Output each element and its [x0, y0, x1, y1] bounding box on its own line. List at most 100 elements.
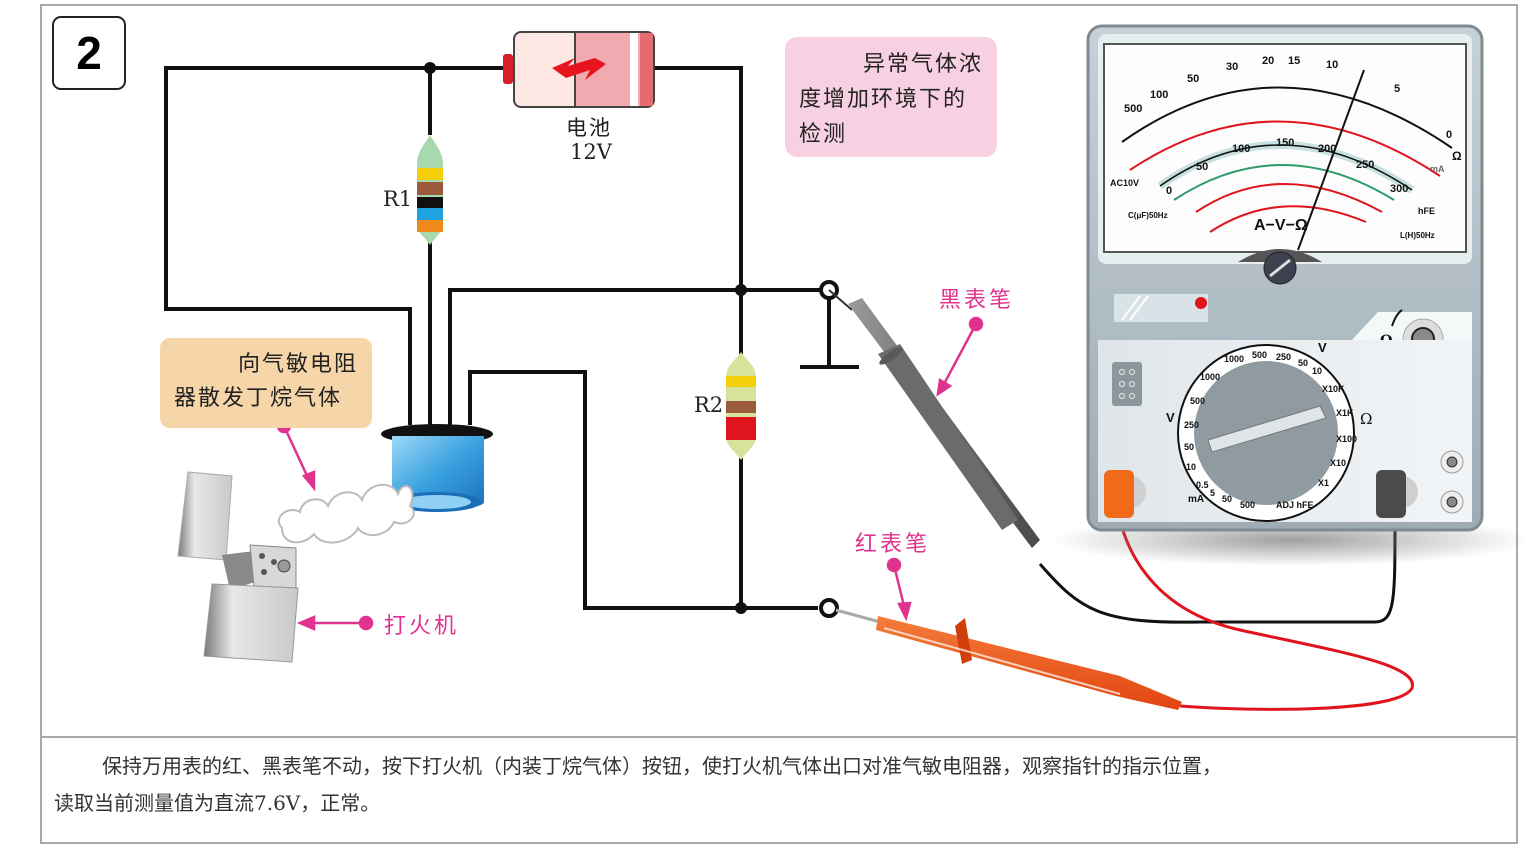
- meter-scale-face: [1103, 43, 1467, 253]
- hfe-socket: [1112, 362, 1142, 406]
- battery-icon: [503, 31, 655, 108]
- junction-dot: [735, 602, 747, 614]
- hfe-tick-label: 100: [1232, 143, 1250, 155]
- ohm-tick-label: 500: [1124, 103, 1142, 115]
- ohm-tick-label: 50: [1187, 73, 1199, 85]
- dial-label-dcv: 50: [1298, 358, 1308, 368]
- dial-mark-acv: V: [1166, 410, 1175, 425]
- black-probe-icon: [828, 289, 1040, 548]
- dial-label-dcv: 500: [1252, 350, 1267, 360]
- caption-line-1: 保持万用表的红、黑表笔不动，按下打火机（内装丁烷气体）按钮，使打火机气体出口对准…: [102, 754, 1222, 778]
- dial-label-acv: 250: [1184, 420, 1199, 430]
- dial-label-adj: ADJ hFE: [1276, 500, 1314, 510]
- dial-label-acv: 1000: [1200, 372, 1220, 382]
- figure-caption: 保持万用表的红、黑表笔不动，按下打火机（内装丁烷气体）按钮，使打火机气体出口对准…: [54, 748, 1504, 822]
- ohm-tick-label: 30: [1226, 61, 1238, 73]
- circuit-wires: [164, 66, 859, 610]
- hfe-tick-label: 50: [1196, 161, 1208, 173]
- ohm-tick-label: 20: [1262, 55, 1274, 67]
- condition-line-3: 检测: [799, 122, 848, 147]
- meter-needle: [1297, 69, 1365, 251]
- wire-top-left: [164, 66, 510, 425]
- condition-line-1: 异常气体浓: [862, 52, 983, 77]
- step-number-badge: 2: [52, 16, 126, 90]
- black-probe-cable: [1038, 519, 1397, 624]
- hfe-tick-label: 150: [1276, 137, 1294, 149]
- dial-label-ohm: X1K: [1336, 408, 1354, 418]
- dial-label-ma: 50: [1222, 494, 1232, 504]
- dial-label-dcv: 10: [1312, 366, 1322, 376]
- gas-cloud-icon: [277, 484, 415, 544]
- dial-label-ohm: X100: [1336, 434, 1357, 444]
- condition-line-2: 度增加环境下的: [799, 87, 968, 112]
- black-probe-label: 黑表笔: [939, 288, 1015, 313]
- dial-label-ohm: X1: [1318, 478, 1329, 488]
- dial-label-ohm: X10K: [1322, 384, 1345, 394]
- ohm-tick-label: 100: [1150, 89, 1168, 101]
- annotation-arrows: [276, 316, 984, 631]
- scale-ac10v-label: AC10V: [1110, 178, 1139, 188]
- black-probe-plug[interactable]: [1376, 470, 1406, 518]
- wire-top-right: [655, 66, 743, 290]
- hfe-tick-label: 200: [1318, 143, 1336, 155]
- caption-line-2: 读取当前测量值为直流7.6V，正常。: [54, 791, 381, 815]
- junction-dot: [735, 284, 747, 296]
- red-probe-cable: [1118, 519, 1414, 711]
- lightning-icon: [552, 58, 606, 80]
- scale-cap-label: C(μF)50Hz: [1128, 211, 1168, 220]
- dial-label-ma: 0.5: [1196, 480, 1209, 490]
- dial-label-ohm: X10: [1330, 458, 1346, 468]
- resistor-r1: [417, 135, 443, 245]
- dial-mark-dcv: V: [1318, 340, 1327, 355]
- battery-label: 电池: [566, 116, 612, 140]
- resistor-r2: [726, 352, 756, 460]
- lighter-label: 打火机: [384, 614, 460, 639]
- gas-sensor: [381, 424, 493, 512]
- scale-hfe-unit: hFE: [1418, 206, 1435, 216]
- hfe-tick-label: 250: [1356, 159, 1374, 171]
- dial-mark-ma: mA: [1188, 494, 1204, 505]
- multimeter: AC10V C(μF)50Hz L(H)50Hz hFE Ω mA A−V−Ω …: [1050, 24, 1530, 566]
- dial-label-acv: 10: [1186, 462, 1196, 472]
- r1-label: R1: [383, 187, 413, 211]
- battery-voltage: 12V: [570, 140, 612, 164]
- step-number: 2: [76, 27, 102, 79]
- probe-cables: [1038, 519, 1414, 711]
- dial-label-acv: 50: [1184, 442, 1194, 452]
- red-probe-plug[interactable]: [1104, 470, 1134, 518]
- junction-dot: [424, 62, 436, 74]
- wire-sensor-3: [448, 288, 826, 425]
- dial-label-acv: 500: [1190, 396, 1205, 406]
- hfe-tick-label: 0: [1166, 185, 1172, 197]
- red-probe-icon: [835, 608, 1182, 710]
- terminal-bottom: [819, 598, 839, 618]
- dial-label-dcv: 250: [1276, 352, 1291, 362]
- hfe-tick-label: 300: [1390, 183, 1408, 195]
- ohm-tick-label: 10: [1326, 59, 1338, 71]
- ohm-scale-numbers: 500 100 50 30 20 15 10 5 0: [1124, 55, 1452, 141]
- ohm-tick-label: 0: [1446, 129, 1452, 141]
- ohm-tick-label: 15: [1288, 55, 1300, 67]
- range-selector-pointer: [1207, 405, 1327, 453]
- dial-label-ma: 5: [1210, 488, 1215, 498]
- scale-ohm-unit: Ω: [1452, 149, 1462, 163]
- dial-range-labels: 1000 500 250 50 10 X10K X1K X100 X10 X1 …: [1184, 350, 1357, 510]
- gas-line-2: 器散发丁烷气体: [174, 386, 343, 411]
- gas-callout: 向气敏电阻 器散发丁烷气体: [160, 338, 372, 428]
- wire-sensor-4: [468, 370, 818, 610]
- hfe-scale-numbers: 0 50 100 150 200 250 300: [1166, 137, 1408, 197]
- condition-callout: 异常气体浓 度增加环境下的 检测: [785, 37, 997, 157]
- dial-label-dcv: 1000: [1224, 354, 1244, 364]
- dial-label-ma: 500: [1240, 500, 1255, 510]
- red-probe-label: 红表笔: [855, 532, 931, 557]
- scale-ind-label: L(H)50Hz: [1400, 231, 1435, 240]
- r2-label: R2: [694, 393, 724, 417]
- caption-divider: [40, 736, 1518, 738]
- scale-center-text: A−V−Ω: [1254, 217, 1308, 234]
- scale-ma-unit: mA: [1430, 164, 1445, 174]
- meter-scale-arcs: [1121, 86, 1453, 233]
- dial-mark-ohm: Ω: [1360, 410, 1372, 428]
- indicator-led: [1195, 297, 1207, 309]
- gas-line-1: 向气敏电阻: [237, 352, 358, 377]
